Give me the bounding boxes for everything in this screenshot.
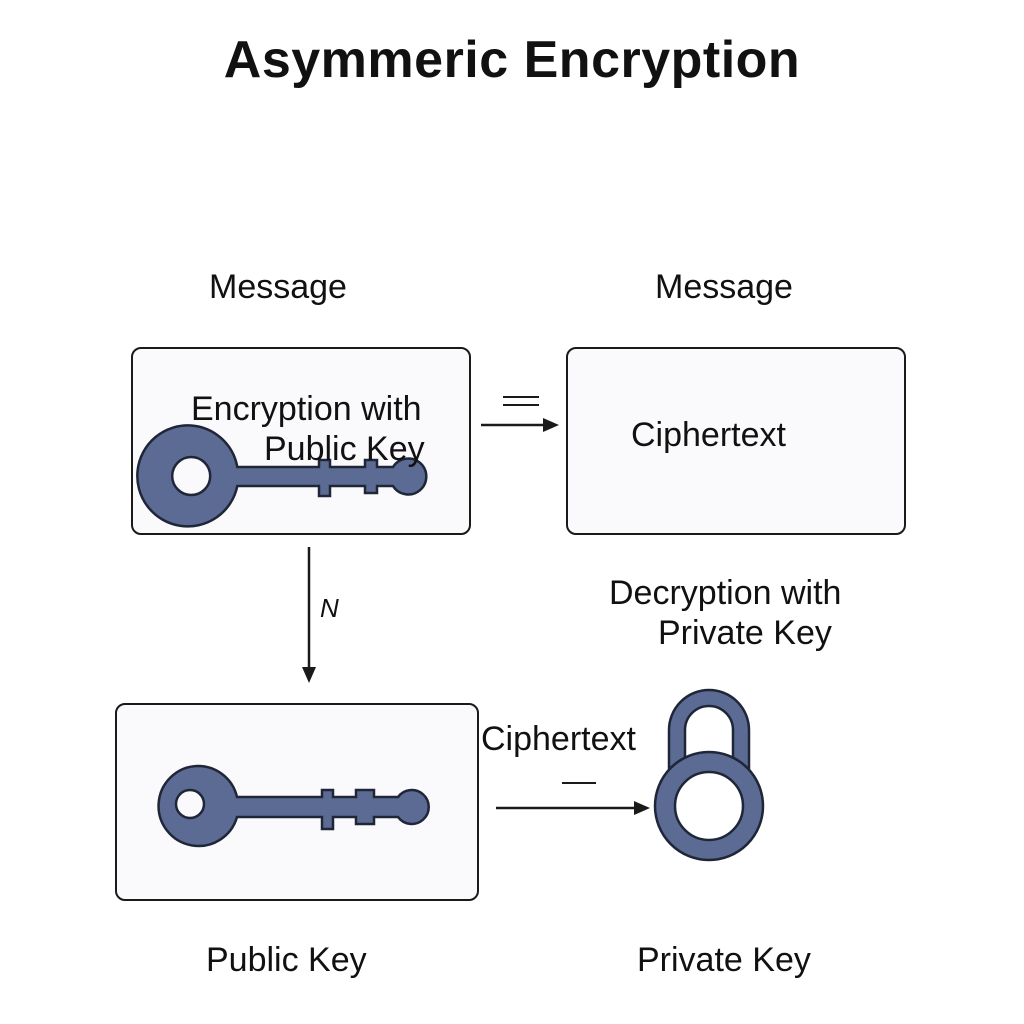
- decryption-label-line2: Private Key: [658, 614, 832, 652]
- message-label-left: Message: [209, 268, 347, 306]
- arrow-down: [302, 547, 316, 683]
- public-key-caption: Public Key: [206, 941, 367, 979]
- ciphertext-box: [566, 347, 906, 535]
- encryption-label-line1: Encryption with: [191, 390, 422, 428]
- arrow-encrypt-to-ciphertext: [481, 418, 559, 432]
- ciphertext-box-label: Ciphertext: [631, 416, 786, 454]
- arrow-annotation: N: [320, 593, 339, 623]
- message-label-right: Message: [655, 268, 793, 306]
- arrow-to-padlock: [496, 801, 650, 815]
- ciphertext-arrow-label: Ciphertext: [481, 720, 636, 758]
- encryption-label-line2: Public Key: [264, 430, 425, 468]
- public-key-box: [115, 703, 479, 901]
- padlock-icon: [653, 688, 765, 862]
- private-key-caption: Private Key: [637, 941, 811, 979]
- decryption-label-line1: Decryption with: [609, 574, 842, 612]
- diagram-title: Asymmeric Encryption: [223, 31, 801, 89]
